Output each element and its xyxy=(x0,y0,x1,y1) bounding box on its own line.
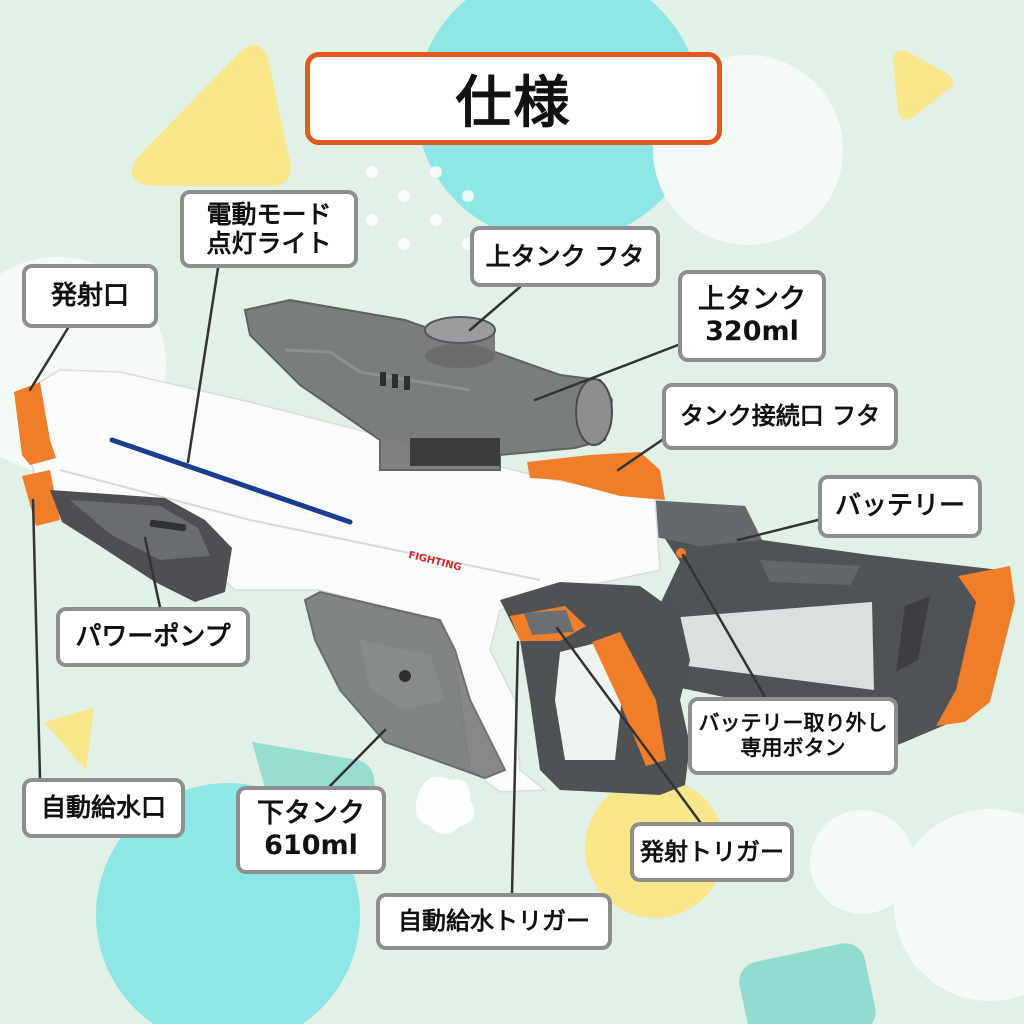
muzzle-orange-lower xyxy=(22,470,60,526)
bg-dot xyxy=(398,190,410,202)
stock-vent xyxy=(896,596,930,672)
callout-line-battery xyxy=(736,518,820,542)
bg-dot xyxy=(366,214,378,226)
page-title: 仕様 xyxy=(305,52,722,145)
label-battery-button: バッテリー取り外し 専用ボタン xyxy=(688,697,898,775)
stock-orange-buttplate xyxy=(936,566,1015,726)
callout-line-battery-button xyxy=(681,553,767,699)
power-pump-face xyxy=(70,500,210,560)
label-fire-trigger-text: 発射トリガー xyxy=(640,837,784,866)
lower-tank-valve xyxy=(399,670,411,682)
label-connector-lid: タンク接続口 フタ xyxy=(662,383,898,450)
bg-yellow-small-left xyxy=(44,708,94,770)
label-muzzle-text: 発射口 xyxy=(50,280,129,311)
label-pump: パワーポンプ xyxy=(56,607,250,667)
callout-line-pump xyxy=(143,536,162,609)
label-top-tank-line2: 320ml xyxy=(705,316,799,347)
label-battery-button-line1: バッテリー取り外し xyxy=(698,711,888,736)
label-battery-button-line2: 専用ボタン xyxy=(740,736,846,760)
callout-line-top-tank xyxy=(533,343,680,402)
label-pump-text: パワーポンプ xyxy=(75,621,231,652)
blue-light-stripe xyxy=(109,437,353,525)
callout-line-bottom-tank xyxy=(328,728,387,788)
label-light-line2: 点灯ライト xyxy=(206,229,332,258)
callout-line-top-lid xyxy=(468,285,522,332)
callout-line-auto-inlet xyxy=(31,498,42,780)
label-bottom-tank: 下タンク 610ml xyxy=(236,786,386,874)
bg-polka-dots xyxy=(366,166,474,250)
upper-tank-slit xyxy=(404,376,410,390)
upper-tank-lid-base xyxy=(425,344,495,368)
tank-connector-lid xyxy=(527,452,665,500)
callout-line-auto-trigger xyxy=(510,640,520,895)
label-muzzle: 発射口 xyxy=(22,264,158,328)
label-auto-inlet-text: 自動給水口 xyxy=(40,793,166,823)
page-title-text: 仕様 xyxy=(455,71,572,136)
label-auto-trigger-text: 自動給水トリガー xyxy=(398,907,590,936)
label-battery: バッテリー xyxy=(818,475,982,538)
label-light-line1: 電動モード xyxy=(206,199,332,229)
label-light: 電動モード 点灯ライト xyxy=(180,190,358,268)
upper-tank-lid-top xyxy=(424,316,496,344)
bg-dot xyxy=(430,214,442,226)
label-auto-inlet: 自動給水口 xyxy=(22,778,185,838)
bg-dot xyxy=(430,166,442,178)
label-top-tank-line1: 上タンク xyxy=(698,284,806,316)
label-bottom-tank-line2: 610ml xyxy=(264,830,358,861)
bg-dot xyxy=(462,190,474,202)
upper-tank-slit xyxy=(380,372,386,386)
bg-yellow-triangle-right xyxy=(893,50,953,120)
fire-trigger-pad xyxy=(524,610,574,635)
bg-dot xyxy=(398,238,410,250)
bg-yellow-triangle-left xyxy=(131,45,291,187)
bg-dot xyxy=(366,166,378,178)
callout-line-light xyxy=(186,266,220,464)
label-top-tank: 上タンク 320ml xyxy=(678,270,826,362)
battery-cover xyxy=(648,500,762,546)
upper-tank-scope-end xyxy=(575,378,613,446)
upper-tank-slit xyxy=(392,374,398,388)
muzzle-orange-tip xyxy=(14,382,56,465)
body-seam-line xyxy=(59,469,541,581)
label-auto-trigger: 自動給水トリガー xyxy=(376,893,612,950)
label-bottom-tank-line1: 下タンク xyxy=(257,798,365,830)
label-battery-text: バッテリー xyxy=(834,491,965,522)
label-top-tank-lid: 上タンク フタ xyxy=(470,226,660,287)
callout-line-muzzle xyxy=(28,326,70,392)
label-fire-trigger: 発射トリガー xyxy=(630,822,794,882)
label-top-tank-lid-text: 上タンク フタ xyxy=(485,241,645,271)
callout-line-connector-lid xyxy=(616,438,664,472)
stock-water-tube-window xyxy=(668,602,874,690)
power-pump-slot xyxy=(149,519,186,532)
callout-line-fire-trigger xyxy=(555,626,702,824)
bg-white-circle-bottom xyxy=(810,810,914,914)
upper-tank-detail xyxy=(284,348,471,392)
bg-white-cloud xyxy=(415,776,475,834)
bg-white-circle-right xyxy=(894,809,1024,1001)
upper-tank-mount xyxy=(410,438,500,466)
callout-lines xyxy=(28,266,820,895)
stock-ridge xyxy=(760,560,860,585)
grip-orange-accent xyxy=(592,632,666,766)
label-connector-lid-text: タンク接続口 フタ xyxy=(679,402,881,431)
